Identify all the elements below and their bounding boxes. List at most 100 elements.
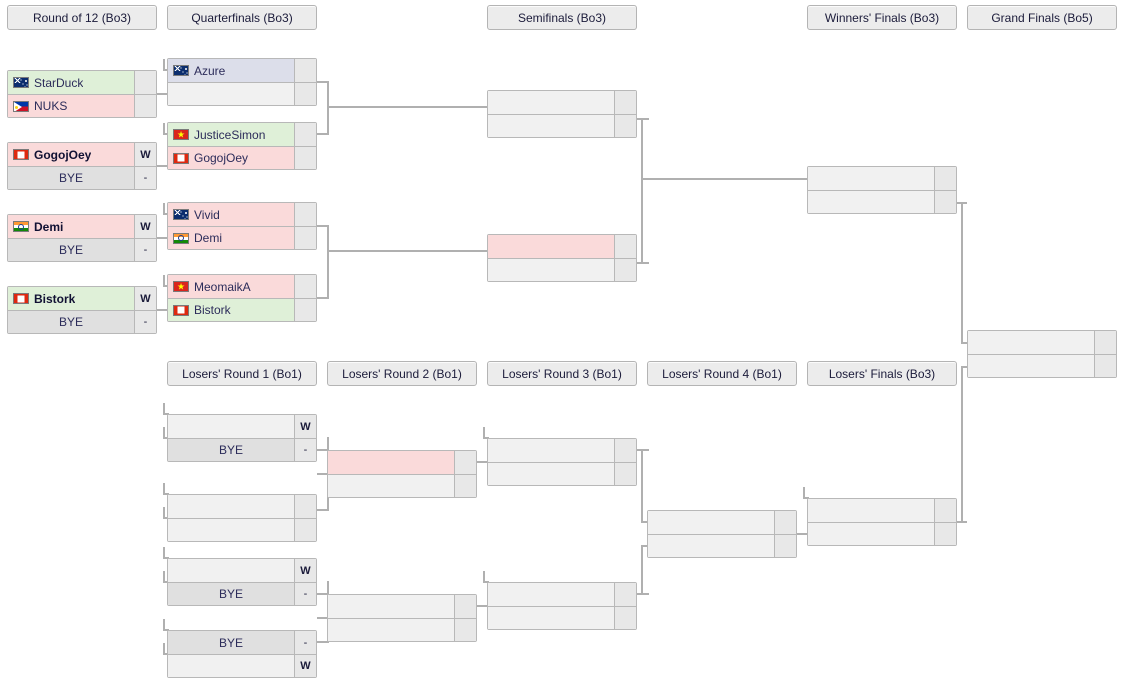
- round-header-grand-finals[interactable]: Grand Finals (Bo5): [967, 5, 1117, 30]
- match-losers-round-4-1[interactable]: [647, 510, 797, 558]
- match-row[interactable]: NUKS: [8, 94, 156, 117]
- opponent-cell[interactable]: [328, 619, 454, 641]
- match-row[interactable]: [328, 451, 476, 474]
- opponent-cell[interactable]: [488, 115, 614, 137]
- opponent-cell[interactable]: [968, 331, 1094, 354]
- round-header-losers-round-1[interactable]: Losers' Round 1 (Bo1): [167, 361, 317, 386]
- opponent-cell[interactable]: NUKS: [8, 95, 134, 117]
- match-row[interactable]: Azure: [168, 59, 316, 82]
- match-losers-round-1-2[interactable]: [167, 494, 317, 542]
- match-round-of-12-1[interactable]: StarDuck NUKS: [7, 70, 157, 118]
- opponent-cell[interactable]: [488, 439, 614, 462]
- match-row[interactable]: [488, 606, 636, 629]
- round-header-losers-round-2[interactable]: Losers' Round 2 (Bo1): [327, 361, 477, 386]
- match-row[interactable]: [488, 462, 636, 485]
- match-row[interactable]: Demi W: [8, 215, 156, 238]
- match-row[interactable]: [168, 518, 316, 541]
- match-row[interactable]: [968, 331, 1116, 354]
- match-row[interactable]: [968, 354, 1116, 377]
- opponent-cell[interactable]: Bistork: [8, 287, 134, 310]
- opponent-cell[interactable]: GogojOey: [168, 147, 294, 169]
- match-row[interactable]: [328, 618, 476, 641]
- opponent-cell[interactable]: Demi: [8, 215, 134, 238]
- opponent-cell[interactable]: BYE: [8, 311, 134, 333]
- opponent-cell[interactable]: Demi: [168, 227, 294, 249]
- match-row[interactable]: [488, 114, 636, 137]
- opponent-cell[interactable]: [808, 191, 934, 213]
- opponent-cell[interactable]: GogojOey: [8, 143, 134, 166]
- opponent-cell[interactable]: [648, 535, 774, 557]
- match-row[interactable]: GogojOey: [168, 146, 316, 169]
- opponent-cell[interactable]: [168, 655, 294, 677]
- match-round-of-12-2[interactable]: GogojOey W BYE -: [7, 142, 157, 190]
- round-header-semifinals[interactable]: Semifinals (Bo3): [487, 5, 637, 30]
- match-semifinal-2[interactable]: [487, 234, 637, 282]
- match-quarterfinal-4[interactable]: MeomaikA Bistork: [167, 274, 317, 322]
- opponent-cell[interactable]: BYE: [8, 239, 134, 261]
- match-losers-final[interactable]: [807, 498, 957, 546]
- match-row[interactable]: MeomaikA: [168, 275, 316, 298]
- match-row[interactable]: BYE -: [168, 631, 316, 654]
- match-row[interactable]: [328, 474, 476, 497]
- match-row[interactable]: BYE -: [168, 438, 316, 461]
- match-row[interactable]: StarDuck: [8, 71, 156, 94]
- match-row[interactable]: [488, 91, 636, 114]
- opponent-cell[interactable]: [168, 415, 294, 438]
- match-row[interactable]: [488, 583, 636, 606]
- match-quarterfinal-1[interactable]: Azure: [167, 58, 317, 106]
- opponent-cell[interactable]: [168, 559, 294, 582]
- opponent-cell[interactable]: [808, 167, 934, 190]
- match-row[interactable]: BYE -: [8, 310, 156, 333]
- match-row[interactable]: [648, 534, 796, 557]
- match-losers-round-3-2[interactable]: [487, 582, 637, 630]
- match-winners-final[interactable]: [807, 166, 957, 214]
- round-header-losers-round-3[interactable]: Losers' Round 3 (Bo1): [487, 361, 637, 386]
- match-losers-round-2-1[interactable]: [327, 450, 477, 498]
- round-header-losers-round-4[interactable]: Losers' Round 4 (Bo1): [647, 361, 797, 386]
- match-row[interactable]: [488, 439, 636, 462]
- match-row[interactable]: W: [168, 415, 316, 438]
- match-losers-round-3-1[interactable]: [487, 438, 637, 486]
- match-row[interactable]: [808, 190, 956, 213]
- opponent-cell[interactable]: [808, 523, 934, 545]
- opponent-cell[interactable]: [648, 511, 774, 534]
- round-header-quarterfinals[interactable]: Quarterfinals (Bo3): [167, 5, 317, 30]
- opponent-cell[interactable]: Bistork: [168, 299, 294, 321]
- opponent-cell[interactable]: [488, 91, 614, 114]
- match-row[interactable]: [168, 82, 316, 105]
- match-row[interactable]: [328, 595, 476, 618]
- round-header-winners-finals[interactable]: Winners' Finals (Bo3): [807, 5, 957, 30]
- opponent-cell[interactable]: [488, 583, 614, 606]
- match-row[interactable]: BYE -: [8, 238, 156, 261]
- opponent-cell[interactable]: MeomaikA: [168, 275, 294, 298]
- opponent-cell[interactable]: [488, 463, 614, 485]
- match-row[interactable]: Bistork W: [8, 287, 156, 310]
- opponent-cell[interactable]: [328, 451, 454, 474]
- match-row[interactable]: [168, 495, 316, 518]
- match-row[interactable]: Bistork: [168, 298, 316, 321]
- opponent-cell[interactable]: Azure: [168, 59, 294, 82]
- match-row[interactable]: [488, 258, 636, 281]
- match-row[interactable]: GogojOey W: [8, 143, 156, 166]
- opponent-cell[interactable]: JusticeSimon: [168, 123, 294, 146]
- match-row[interactable]: [808, 167, 956, 190]
- opponent-cell[interactable]: Vivid: [168, 203, 294, 226]
- opponent-cell[interactable]: BYE: [168, 439, 294, 461]
- match-row[interactable]: Demi: [168, 226, 316, 249]
- opponent-cell[interactable]: [168, 519, 294, 541]
- opponent-cell[interactable]: BYE: [8, 167, 134, 189]
- opponent-cell[interactable]: StarDuck: [8, 71, 134, 94]
- match-row[interactable]: W: [168, 654, 316, 677]
- opponent-cell[interactable]: BYE: [168, 583, 294, 605]
- match-round-of-12-4[interactable]: Bistork W BYE -: [7, 286, 157, 334]
- match-row[interactable]: [808, 499, 956, 522]
- match-row[interactable]: [808, 522, 956, 545]
- match-row[interactable]: W: [168, 559, 316, 582]
- opponent-cell[interactable]: [808, 499, 934, 522]
- match-round-of-12-3[interactable]: Demi W BYE -: [7, 214, 157, 262]
- match-row[interactable]: JusticeSimon: [168, 123, 316, 146]
- match-quarterfinal-3[interactable]: Vivid Demi: [167, 202, 317, 250]
- match-grand-final[interactable]: [967, 330, 1117, 378]
- opponent-cell[interactable]: [168, 83, 294, 105]
- match-losers-round-1-4[interactable]: BYE - W: [167, 630, 317, 678]
